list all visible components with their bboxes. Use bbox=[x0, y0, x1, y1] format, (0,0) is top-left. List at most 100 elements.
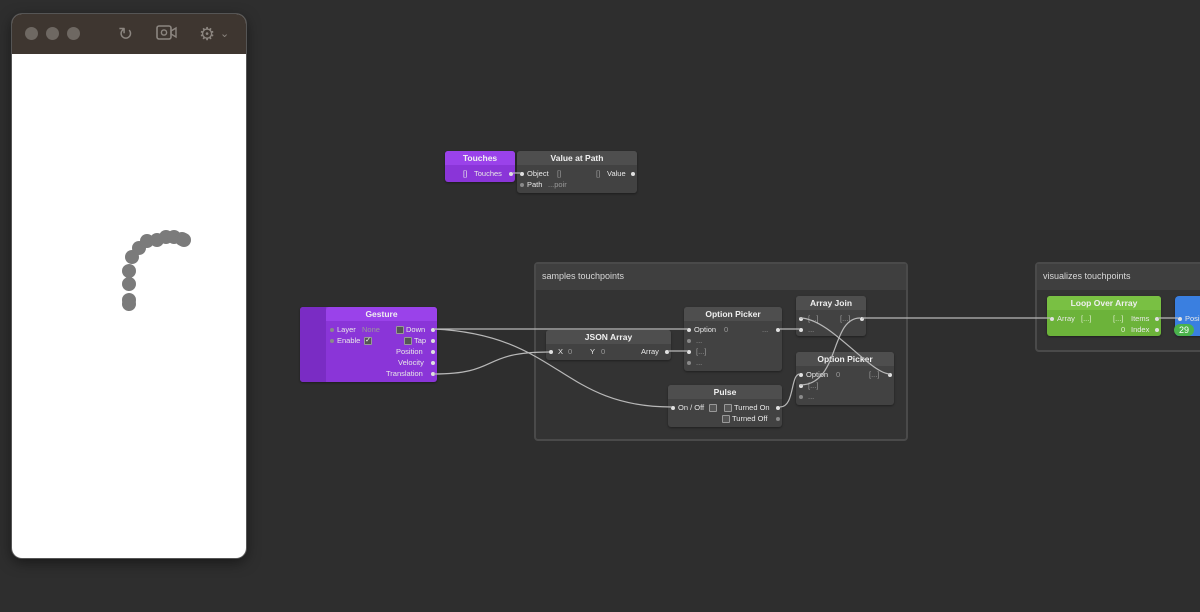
input-port[interactable] bbox=[687, 350, 691, 354]
value-label: Value bbox=[607, 169, 626, 178]
output-port[interactable] bbox=[631, 172, 635, 176]
touch-point bbox=[122, 264, 136, 278]
translation-label: Translation bbox=[386, 369, 423, 378]
node-title: Value at Path bbox=[517, 151, 637, 165]
chevron-down-icon[interactable]: ⌄ bbox=[220, 28, 230, 40]
x-value[interactable]: 0 bbox=[568, 347, 573, 356]
output-port[interactable] bbox=[431, 372, 435, 376]
touches-node[interactable]: Touches [] Touches bbox=[445, 151, 515, 182]
input-1-value: [...] bbox=[808, 314, 819, 323]
input-port[interactable] bbox=[520, 172, 524, 176]
touches-out-type: [] bbox=[463, 169, 468, 178]
touches-out-label: Touches bbox=[474, 169, 502, 178]
turned-off-checkbox[interactable] bbox=[722, 415, 730, 423]
value-type: [] bbox=[596, 169, 601, 178]
output-port[interactable] bbox=[860, 317, 864, 321]
enable-label: Enable bbox=[337, 336, 361, 345]
pulse-node[interactable]: Pulse On / Off Turned On Turned Off bbox=[668, 385, 782, 427]
input-port[interactable] bbox=[687, 339, 691, 343]
input-port[interactable] bbox=[687, 328, 691, 332]
node-title: Loop Over Array bbox=[1047, 296, 1161, 310]
x-label: X bbox=[558, 347, 564, 356]
output-port[interactable] bbox=[431, 361, 435, 365]
output-port[interactable] bbox=[509, 172, 513, 176]
path-value[interactable]: ...poir bbox=[548, 180, 567, 189]
output-port[interactable] bbox=[776, 328, 780, 332]
index-label: Index bbox=[1131, 325, 1150, 334]
output-port[interactable] bbox=[776, 406, 780, 410]
output-port[interactable] bbox=[431, 339, 435, 343]
enable-checkbox[interactable]: ✓ bbox=[364, 337, 372, 345]
json-array-node[interactable]: JSON Array X 0 Y 0 Array bbox=[546, 330, 671, 360]
items-label: Items bbox=[1131, 314, 1150, 323]
input-port[interactable] bbox=[1178, 317, 1182, 321]
input-1-value: ... bbox=[696, 336, 703, 345]
turned-on-label: Turned On bbox=[734, 403, 770, 412]
input-port[interactable] bbox=[330, 339, 334, 343]
input-port[interactable] bbox=[671, 406, 675, 410]
gesture-node[interactable]: Gesture Layer None Down Enable ✓ Tap Pos… bbox=[300, 307, 437, 382]
record-icon[interactable] bbox=[156, 24, 178, 46]
node-title: Pulse bbox=[668, 385, 782, 399]
gear-icon[interactable]: ⚙ bbox=[199, 24, 216, 44]
output-port[interactable] bbox=[431, 350, 435, 354]
touch-point bbox=[177, 233, 191, 247]
output-port[interactable] bbox=[431, 328, 435, 332]
loop-over-array-node[interactable]: Loop Over Array Array [...] [...] Items … bbox=[1047, 296, 1161, 336]
input-port[interactable] bbox=[1050, 317, 1054, 321]
position-label: Position bbox=[396, 347, 423, 356]
node-title: Touches bbox=[445, 151, 515, 165]
wire bbox=[433, 328, 673, 408]
output-port[interactable] bbox=[888, 373, 892, 377]
group-title: visualizes touchpoints bbox=[1037, 264, 1200, 290]
array-label: Array bbox=[1057, 314, 1075, 323]
option-value[interactable]: 0 bbox=[836, 370, 841, 379]
option-value[interactable]: 0 bbox=[724, 325, 729, 334]
input-port[interactable] bbox=[799, 373, 803, 377]
array-label: Array bbox=[641, 347, 659, 356]
output-port[interactable] bbox=[1155, 317, 1159, 321]
onoff-checkbox[interactable] bbox=[709, 404, 717, 412]
y-value[interactable]: 0 bbox=[601, 347, 606, 356]
output-value: [...] bbox=[840, 314, 851, 323]
input-3-value: ... bbox=[696, 358, 703, 367]
minimize-window-button[interactable] bbox=[46, 27, 59, 40]
input-port[interactable] bbox=[799, 317, 803, 321]
group-title: samples touchpoints bbox=[536, 264, 906, 290]
output-port[interactable] bbox=[776, 417, 780, 421]
preview-window: ↻ ⚙ ⌄ bbox=[12, 14, 246, 558]
down-label: Down bbox=[406, 325, 426, 334]
option-label: Option bbox=[694, 325, 717, 334]
wire bbox=[433, 351, 550, 375]
layer-value[interactable]: None bbox=[362, 325, 380, 334]
maximize-window-button[interactable] bbox=[67, 27, 80, 40]
input-port[interactable] bbox=[520, 183, 524, 187]
input-port[interactable] bbox=[687, 361, 691, 365]
turned-off-label: Turned Off bbox=[732, 414, 768, 423]
output-port[interactable] bbox=[1155, 328, 1159, 332]
preview-titlebar: ↻ ⚙ ⌄ bbox=[12, 14, 246, 54]
output-value: [...] bbox=[869, 370, 880, 379]
input-2-value: ... bbox=[808, 392, 815, 401]
refresh-icon[interactable]: ↻ bbox=[118, 24, 134, 44]
output-port[interactable] bbox=[665, 350, 669, 354]
input-port[interactable] bbox=[799, 384, 803, 388]
input-port[interactable] bbox=[549, 350, 553, 354]
option-picker-node-2[interactable]: Option Picker Option 0 [...] [...] ... bbox=[796, 352, 894, 405]
close-window-button[interactable] bbox=[25, 27, 38, 40]
down-checkbox[interactable] bbox=[396, 326, 404, 334]
input-port[interactable] bbox=[330, 328, 334, 332]
input-2-value: [...] bbox=[696, 347, 707, 356]
turned-on-checkbox[interactable] bbox=[724, 404, 732, 412]
array-join-node[interactable]: Array Join [...] [...] ... bbox=[796, 296, 866, 336]
tap-checkbox[interactable] bbox=[404, 337, 412, 345]
input-port[interactable] bbox=[799, 328, 803, 332]
input-port[interactable] bbox=[799, 395, 803, 399]
position-label: Posi bbox=[1185, 314, 1200, 323]
value-at-path-node[interactable]: Value at Path Object [] [] Value Path ..… bbox=[517, 151, 637, 193]
node-title: Gesture bbox=[326, 307, 437, 321]
object-value[interactable]: [] bbox=[557, 169, 562, 178]
option-picker-node-1[interactable]: Option Picker Option 0 ... ... [...] ... bbox=[684, 307, 782, 371]
wire bbox=[799, 317, 861, 386]
